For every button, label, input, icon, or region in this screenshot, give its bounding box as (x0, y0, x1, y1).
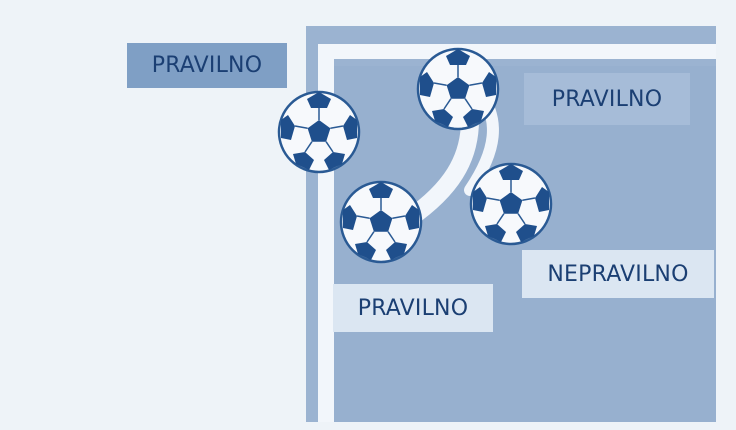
soccer-ball-icon (469, 162, 553, 246)
label-box-bottom (333, 284, 493, 332)
soccer-ball-icon (277, 90, 361, 174)
label-correct-top-left: PRAVILNO (151, 53, 263, 78)
soccer-ball-icon (416, 47, 500, 131)
soccer-ball-icon (339, 180, 423, 264)
label-correct-bottom: PRAVILNO (357, 295, 469, 321)
label-box-top-left (127, 43, 287, 88)
label-incorrect-right: NEPRAVILNO (547, 261, 689, 287)
court-line-top (318, 44, 716, 59)
label-box-right (522, 250, 714, 298)
label-box-top-right (524, 73, 690, 125)
label-correct-top-right: PRAVILNO (551, 86, 663, 112)
